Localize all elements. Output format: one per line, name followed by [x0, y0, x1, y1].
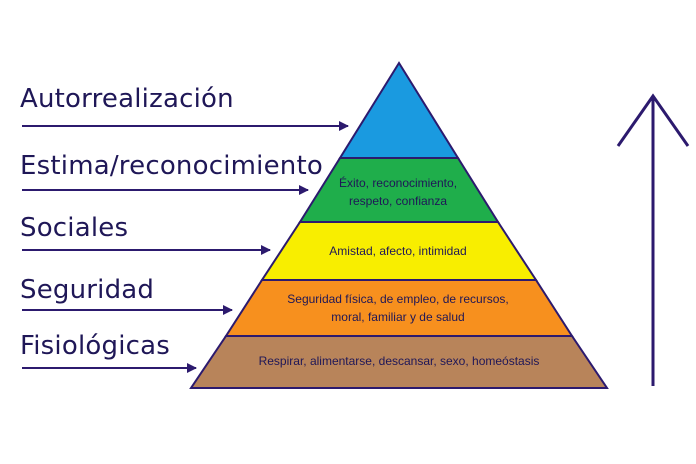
desc-estima-line-1: Éxito, reconocimiento, — [338, 176, 458, 190]
tier-autorrealizacion — [338, 61, 460, 159]
label-estima: Estima/reconocimiento — [20, 151, 323, 181]
desc-sociales-line-1: Amistad, afecto, intimidad — [329, 244, 467, 258]
desc-fisiologicas-line-1: Respirar, alimentarse, descansar, sexo, … — [258, 354, 540, 368]
tier-fisiologicas — [189, 335, 609, 389]
desc-fisiologicas: Respirar, alimentarse, descansar, sexo, … — [226, 352, 572, 370]
label-sociales: Sociales — [20, 213, 129, 243]
label-autorrealizacion: Autorrealización — [20, 84, 234, 114]
desc-estima-line-2: respeto, confianza — [348, 194, 448, 208]
label-fisiologicas: Fisiológicas — [20, 331, 170, 361]
desc-seguridad-line-2: moral, familiar y de salud — [331, 310, 465, 324]
desc-seguridad-line-1: Seguridad física, de empleo, de recursos… — [287, 292, 509, 306]
desc-sociales: Amistad, afecto, intimidad — [300, 242, 496, 260]
desc-estima: Éxito, reconocimiento, respeto, confianz… — [318, 174, 478, 210]
desc-seguridad: Seguridad física, de empleo, de recursos… — [262, 290, 534, 326]
label-seguridad: Seguridad — [20, 275, 155, 305]
ascending-arrow — [616, 93, 690, 386]
